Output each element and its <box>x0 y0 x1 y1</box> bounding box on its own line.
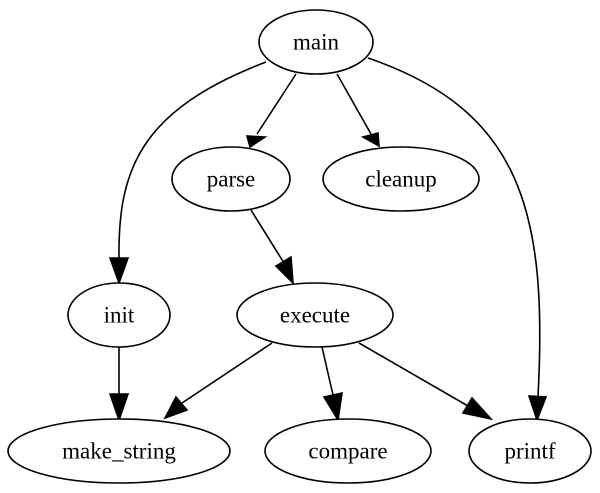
node-execute: execute <box>236 282 394 348</box>
node-parse: parse <box>171 146 291 212</box>
node-make_string: make_string <box>7 418 231 484</box>
node-printf: printf <box>468 418 592 484</box>
node-label-make_string: make_string <box>62 439 176 464</box>
edge-execute-compare <box>321 346 343 423</box>
node-init: init <box>67 282 171 348</box>
node-label-execute: execute <box>280 303 350 328</box>
node-label-printf: printf <box>504 439 555 464</box>
edge-execute-make_string <box>163 342 273 420</box>
edge-main-parse <box>245 73 297 149</box>
node-label-compare: compare <box>308 439 387 464</box>
node-label-cleanup: cleanup <box>365 167 437 192</box>
edge-init-make_string <box>108 347 130 423</box>
node-cleanup: cleanup <box>322 146 480 212</box>
node-compare: compare <box>264 418 432 484</box>
edge-main-cleanup <box>336 73 380 148</box>
edge-main-printf <box>367 57 548 423</box>
node-label-parse: parse <box>207 167 256 192</box>
edge-main-init <box>108 61 267 286</box>
node-main: main <box>258 9 374 75</box>
node-label-main: main <box>293 30 339 55</box>
edge-parse-execute <box>250 209 294 286</box>
edge-execute-printf <box>358 342 494 421</box>
node-label-init: init <box>104 303 135 328</box>
